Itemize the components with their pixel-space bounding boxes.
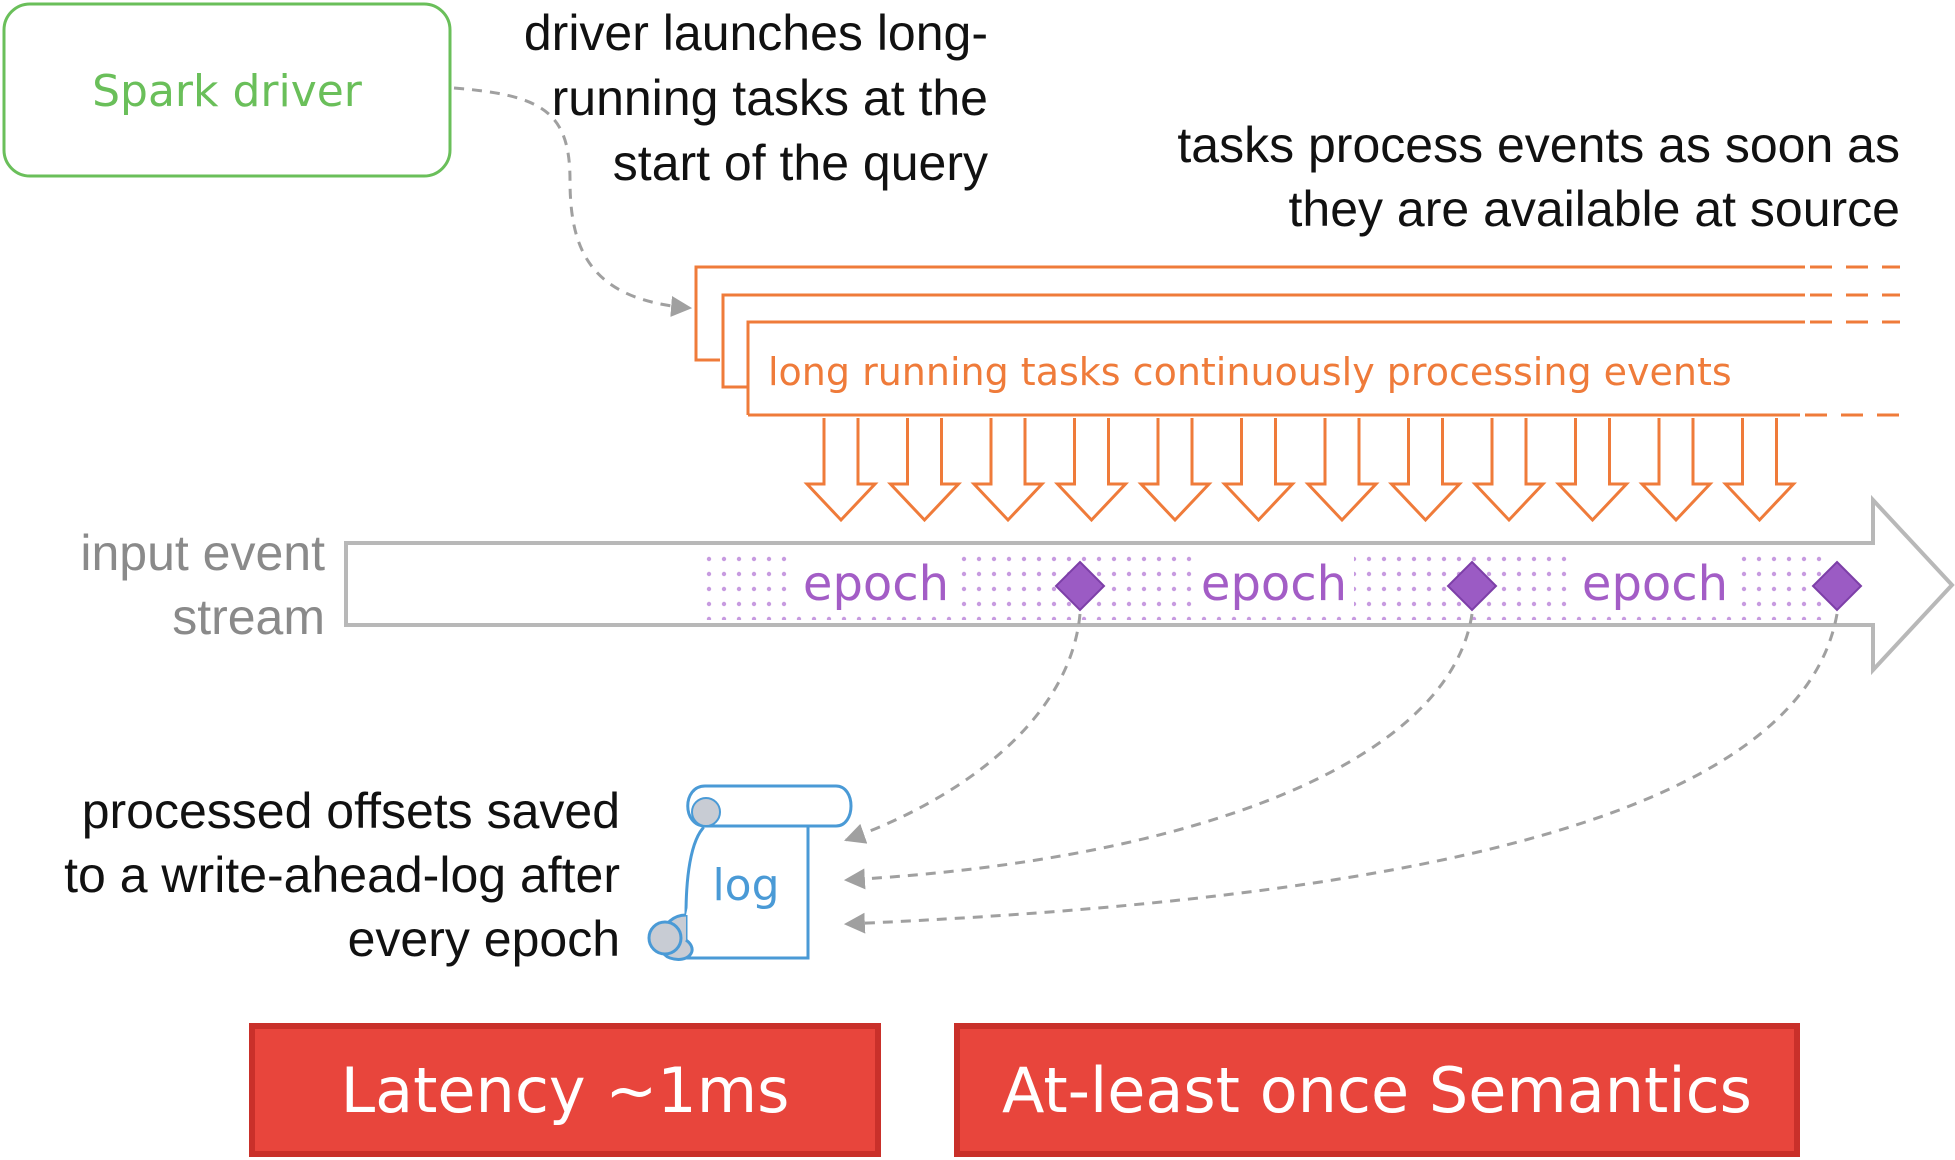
down-arrow-icon bbox=[803, 418, 879, 523]
task-line-2 bbox=[721, 293, 1805, 389]
offsets-saved-caption-line-1: processed offsets saved bbox=[82, 783, 620, 839]
epoch-to-log-arrows bbox=[843, 613, 1839, 934]
tasks-label: long running tasks continuously processi… bbox=[768, 350, 1732, 394]
long-running-tasks bbox=[694, 265, 1900, 417]
epoch-marker-2 bbox=[1446, 560, 1498, 612]
epoch-label-1: epoch bbox=[803, 556, 949, 612]
log-scroll-icon: log bbox=[647, 784, 853, 961]
tasks-process-caption-line-2: they are available at source bbox=[1289, 181, 1900, 237]
semantics-badge-label: At-least once Semantics bbox=[1002, 1054, 1752, 1127]
task-line-1 bbox=[694, 265, 1805, 362]
log-label: log bbox=[712, 860, 779, 911]
epoch-markers bbox=[1054, 560, 1863, 612]
epoch-3-to-log-arrow bbox=[843, 613, 1839, 934]
input-stream-caption-line-1: input event bbox=[80, 525, 325, 581]
down-arrow-icon bbox=[1388, 418, 1463, 523]
tasks-process-caption: tasks process events as soon as they are… bbox=[1177, 117, 1900, 237]
spark-driver-label: Spark driver bbox=[92, 66, 363, 117]
spark-driver-box: Spark driver bbox=[2, 2, 452, 178]
epoch-label-3: epoch bbox=[1582, 556, 1728, 612]
driver-launch-caption: driver launches long- running tasks at t… bbox=[524, 5, 988, 191]
latency-badge: Latency ~1ms bbox=[249, 1023, 881, 1157]
down-arrow-icon bbox=[970, 418, 1046, 523]
semantics-badge: At-least once Semantics bbox=[954, 1023, 1800, 1157]
offsets-saved-caption-line-3: every epoch bbox=[348, 911, 620, 967]
offsets-saved-caption: processed offsets saved to a write-ahead… bbox=[64, 783, 620, 967]
tasks-process-caption-line-1: tasks process events as soon as bbox=[1177, 117, 1900, 173]
down-arrow-icon bbox=[1137, 418, 1213, 523]
down-arrow-icon bbox=[1555, 418, 1630, 523]
epoch-marker-3 bbox=[1811, 560, 1863, 612]
down-arrow-icon bbox=[1471, 418, 1547, 523]
driver-launch-caption-line-1: driver launches long- bbox=[524, 5, 988, 61]
down-arrow-icon bbox=[1054, 418, 1129, 523]
down-arrow-icon bbox=[1638, 418, 1714, 523]
input-stream-caption-line-2: stream bbox=[172, 589, 325, 645]
epoch-2-to-log-arrow bbox=[843, 613, 1474, 890]
offsets-saved-caption-line-2: to a write-ahead-log after bbox=[64, 847, 620, 903]
epoch-1-to-log-arrow bbox=[844, 613, 1082, 844]
driver-launch-caption-line-3: start of the query bbox=[613, 135, 988, 191]
task-line-3 bbox=[746, 320, 1805, 415]
latency-badge-label: Latency ~1ms bbox=[341, 1054, 790, 1127]
down-arrow-icon bbox=[1722, 418, 1797, 523]
input-stream-caption: input event stream bbox=[80, 525, 325, 645]
epoch-label-2: epoch bbox=[1201, 556, 1347, 612]
down-arrow-icon bbox=[1304, 418, 1380, 523]
driver-launch-caption-line-2: running tasks at the bbox=[552, 70, 988, 126]
down-arrow-icon bbox=[1221, 418, 1296, 523]
driver-to-tasks-arrow bbox=[453, 86, 693, 317]
epoch-marker-1 bbox=[1054, 560, 1106, 612]
down-arrows bbox=[803, 418, 1797, 523]
down-arrow-icon bbox=[887, 418, 962, 523]
